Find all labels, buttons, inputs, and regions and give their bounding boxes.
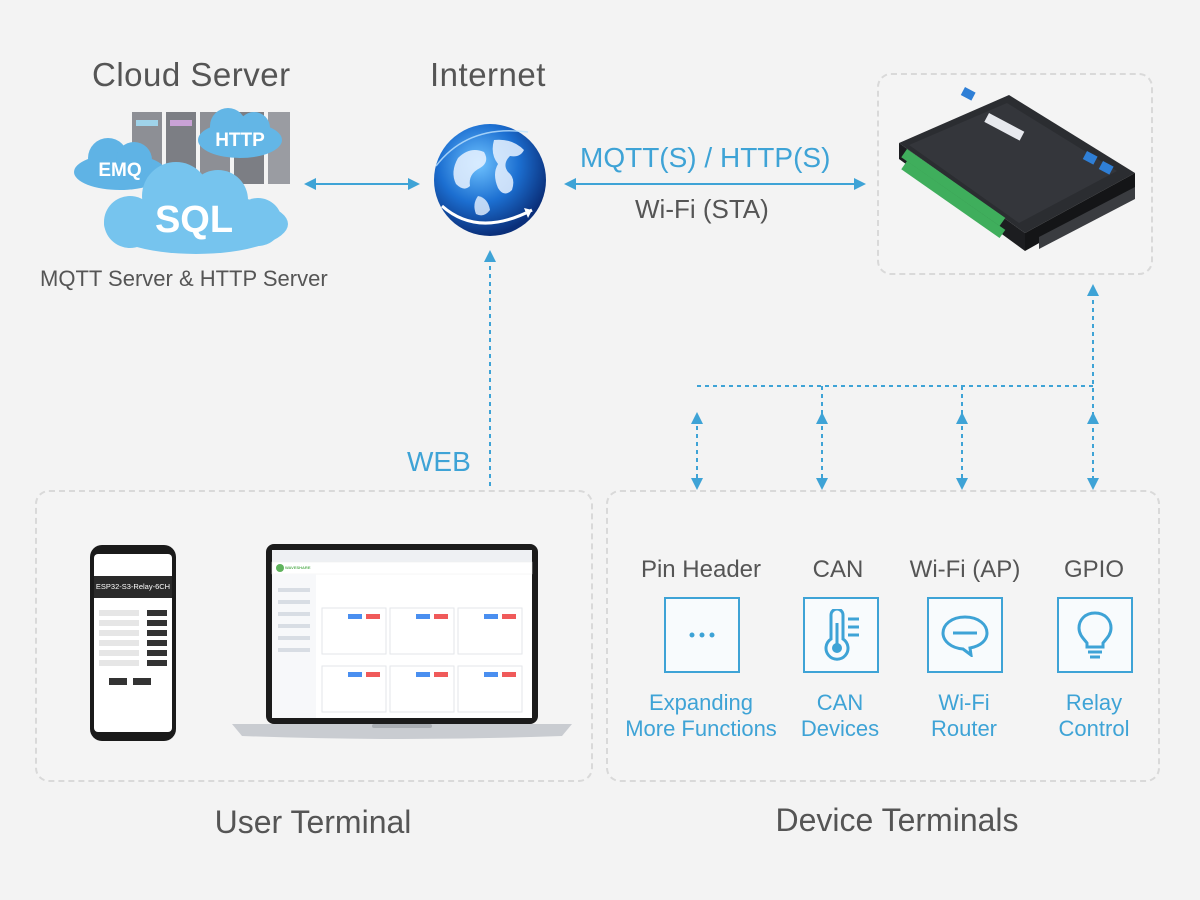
can-caption-line2: Devices [800, 716, 880, 741]
dots-icon [664, 597, 740, 673]
lightbulb-icon [1057, 597, 1133, 673]
protocol-label: MQTT(S) / HTTP(S) [580, 142, 831, 173]
phone-app-title: ESP32-S3-Relay-6CH [95, 582, 171, 591]
cloud-server-subtitle: MQTT Server & HTTP Server [40, 266, 328, 291]
device-terminals-label: Device Terminals [775, 802, 1019, 838]
phone-image [90, 545, 176, 741]
cloud-server-title: Cloud Server [92, 56, 291, 93]
wifi-sta-label: Wi-Fi (STA) [635, 194, 769, 224]
relay-board-image [899, 87, 1135, 251]
emq-cloud-icon [74, 138, 166, 190]
can-caption-line1: CAN [816, 690, 864, 715]
laptop-brand: WAVESHARE [285, 565, 311, 570]
pin-header-caption: Expanding More Functions [614, 690, 788, 742]
chat-bubble-icon [927, 597, 1003, 673]
sql-cloud-icon [104, 162, 288, 254]
thermometer-icon [803, 597, 879, 673]
web-label: WEB [407, 446, 471, 477]
can-label: CAN [812, 556, 864, 583]
globe-icon [434, 124, 546, 236]
user-terminal-label: User Terminal [214, 804, 412, 840]
pin-header-caption-line2: More Functions [625, 716, 777, 741]
wifi-caption-line1: Wi-Fi [938, 690, 990, 715]
sql-tag: SQL [155, 199, 233, 241]
can-caption: CAN Devices [790, 690, 890, 742]
internet-title: Internet [430, 56, 546, 93]
wifi-ap-label: Wi-Fi (AP) [909, 556, 1021, 583]
user-terminal-panel: ESP32-S3-Relay-6CH WAVESHARE [35, 490, 593, 782]
gpio-caption-line1: Relay [1065, 690, 1123, 715]
wifi-caption-line2: Router [930, 716, 998, 741]
wifi-caption: Wi-Fi Router [914, 690, 1014, 742]
http-cloud-icon [198, 108, 282, 158]
cloud-server-illustration: HTTP EMQ SQL [74, 108, 290, 254]
http-tag: HTTP [215, 130, 265, 151]
emq-tag: EMQ [98, 160, 141, 181]
gpio-caption-line2: Control [1058, 716, 1130, 741]
pin-header-label: Pin Header [640, 556, 762, 583]
pin-header-caption-line1: Expanding [649, 690, 753, 715]
relay-device-panel [877, 73, 1153, 275]
laptop-image [232, 544, 572, 739]
gpio-caption: Relay Control [1044, 690, 1144, 742]
gpio-label: GPIO [1063, 556, 1124, 583]
